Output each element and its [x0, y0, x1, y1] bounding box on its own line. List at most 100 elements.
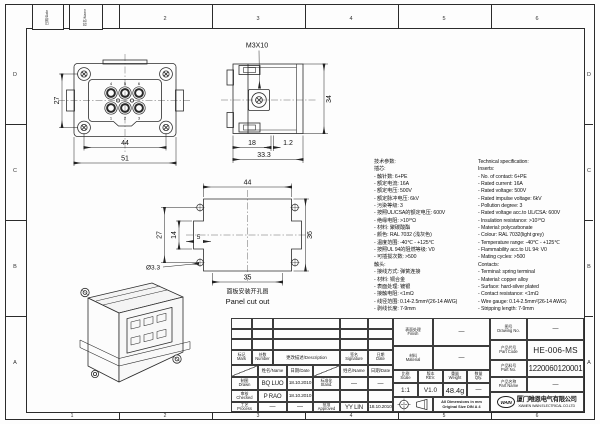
process-name: —: [258, 402, 287, 412]
empty-cell: [340, 390, 368, 402]
dim-5: 5: [197, 234, 201, 241]
approved-date: 18.10.2010: [368, 402, 393, 412]
label-en: Mark: [236, 356, 247, 362]
dim-51: 51: [121, 156, 129, 163]
label-en: Qty.: [474, 375, 483, 381]
rev-row-cell: [252, 339, 273, 350]
svg-text:5: 5: [124, 81, 127, 86]
drawn-date: 18.10.2010: [287, 377, 313, 390]
zone-label-bottom: 5: [442, 412, 446, 419]
checked-name: P RAO: [258, 390, 287, 402]
part-code-value: HE-006-MS: [527, 340, 584, 360]
dim-44: 44: [121, 140, 129, 147]
dim-34: 34: [326, 95, 333, 103]
label-en: Approved: [317, 405, 336, 411]
diagonal-cell: [231, 365, 258, 377]
zone-label-right: C: [587, 168, 591, 174]
rev-row-cell: [231, 339, 252, 350]
zone-label-top: 6: [535, 16, 539, 22]
rev-row-cell: [252, 318, 273, 329]
company-logo: WAIN: [497, 396, 515, 408]
value: 18.10.2010: [369, 404, 392, 410]
value: —: [552, 381, 559, 388]
label-cn: 产品料号: [500, 363, 517, 369]
hole-diameter-callout: Ø3.3: [146, 265, 160, 272]
zone-tick: [398, 412, 399, 419]
label-cn: 审核: [240, 390, 249, 396]
zone-label-bottom: 1: [70, 412, 74, 419]
isometric-view: [79, 282, 191, 383]
drawing-no-value: —: [527, 318, 584, 340]
value: 48.4g: [445, 385, 465, 395]
weight-value: 48.4g: [443, 383, 467, 397]
value: 1:1: [401, 386, 410, 394]
label-en: Checked: [236, 394, 253, 400]
label-en: Finish: [407, 330, 419, 336]
stand-name: —: [340, 377, 368, 390]
label-en: Date: [376, 356, 385, 362]
rev-row-cell: [368, 339, 393, 350]
label-cn: 图号: [504, 323, 513, 329]
stand-date: —: [368, 377, 393, 390]
company-block: WAIN 厦门唯恩电气有限公司 XIAMEN WAIN ELECTRICAL C…: [490, 392, 584, 412]
iso-screw: [91, 369, 100, 378]
label-cn: 比例: [401, 371, 410, 377]
label-en: Signature: [345, 356, 363, 362]
value: —: [377, 380, 384, 387]
label-en: Drawing No.: [497, 327, 520, 333]
zone-tick: [398, 4, 399, 28]
zone-tick: [5, 124, 26, 125]
label: 日期/Date: [290, 368, 310, 373]
label-en: Part Name: [498, 383, 519, 389]
diagonal-cell: [313, 365, 340, 377]
zone-label-left: B: [13, 264, 17, 270]
scale-value: 1:1: [393, 383, 418, 397]
zone-tick: [212, 4, 213, 28]
rev-row-cell: [231, 328, 252, 339]
cutout-caption-cn: 面板安装开孔图: [226, 288, 268, 296]
rev-row-cell: [368, 328, 393, 339]
note-line1: All Dimensions in mm: [441, 398, 482, 404]
rev-row-cell: [340, 328, 368, 339]
label-en: Drawn: [238, 382, 251, 388]
label-cn: 签名: [350, 352, 358, 358]
dim-33-3: 33.3: [257, 152, 271, 159]
part-name-value: —: [527, 377, 584, 392]
zone-label-left: D: [13, 72, 17, 78]
label: 日期/Date: [370, 368, 391, 373]
finish-value: —: [433, 318, 490, 346]
label-cn: 重量: [451, 371, 459, 377]
date-header: 日期/Date: [287, 365, 313, 377]
value: —: [269, 404, 276, 410]
empty-cell: [368, 390, 393, 402]
corner-strip-box: 日期/Date: [32, 4, 64, 30]
label-cn: 表面处理: [405, 326, 421, 332]
name-header: 姓名/Name: [340, 365, 368, 377]
zone-label-left: C: [13, 168, 17, 174]
zone-tick: [584, 220, 593, 221]
tech-spec-en: Technical specification: Inserts: - No. …: [478, 159, 567, 312]
mount-screw: [159, 120, 173, 135]
label-en: Stand.: [320, 382, 333, 388]
svg-text:1: 1: [110, 116, 113, 121]
value: V1.0: [423, 386, 438, 394]
zone-tick: [5, 316, 26, 317]
label-cn: 产品代号: [500, 344, 517, 350]
label-cn: 批准: [322, 402, 331, 407]
zone-label-right: A: [587, 360, 591, 366]
svg-text:6: 6: [138, 81, 141, 86]
label: 姓名/Name: [261, 368, 284, 373]
rev-row-cell: [231, 318, 252, 329]
label-cn: 产品名称: [500, 379, 517, 385]
